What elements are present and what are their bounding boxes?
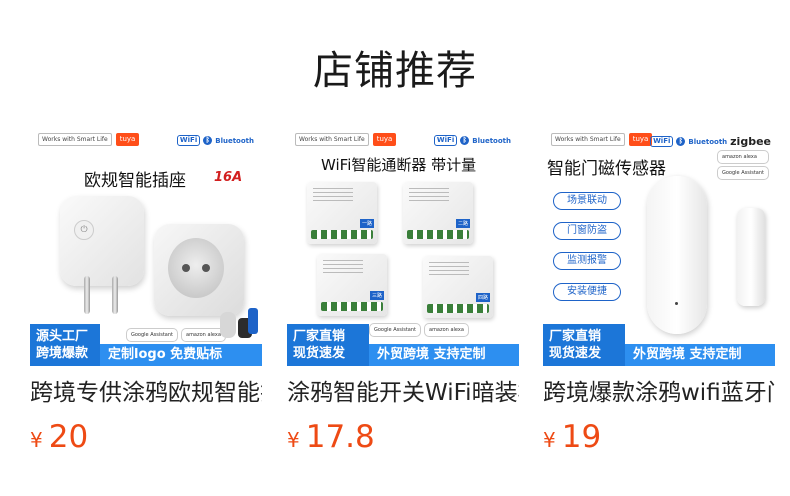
- assistant-logos: Google Assistant amazon alexa: [126, 328, 226, 342]
- image-heading: 智能门磁传感器: [547, 159, 666, 179]
- switch-module: 二路: [403, 182, 473, 244]
- tuya-logo: tuya: [115, 133, 140, 146]
- tuya-logo: tuya: [628, 133, 653, 146]
- price-value: 17.8: [305, 419, 375, 455]
- price-value: 19: [561, 419, 602, 455]
- assistant-logos: Google Assistant amazon alexa: [369, 323, 469, 337]
- promo-banner-right: 外贸跨境 支持定制: [369, 344, 519, 366]
- zigbee-logo: zigbee: [730, 135, 771, 148]
- image-heading: 欧规智能插座: [84, 171, 186, 191]
- promo-banner-left: 厂家直销 现货速发: [543, 324, 625, 366]
- socket-face: [168, 238, 224, 298]
- product-image[interactable]: Works with Smart Life tuya WiFi ᛒ Blueto…: [287, 126, 519, 366]
- smart-plug-socket-view: [154, 224, 244, 316]
- assistant-logos: amazon alexa Google Assistant: [717, 150, 769, 180]
- module-label: [313, 188, 353, 202]
- phone-icon: [248, 308, 258, 334]
- product-card[interactable]: Works with Smart Life tuya WiFi ᛒ Blueto…: [287, 126, 519, 459]
- connectivity-badges: WiFi ᛒ Bluetooth: [433, 135, 511, 146]
- google-assistant-logo: Google Assistant: [369, 323, 421, 337]
- tuya-logo: tuya: [372, 133, 397, 146]
- brand-logos: Works with Smart Life tuya: [38, 133, 140, 146]
- section-title: 店铺推荐: [313, 48, 477, 94]
- product-image[interactable]: Works with Smart Life tuya WiFi ᛒ Blueto…: [30, 126, 262, 366]
- bluetooth-label: Bluetooth: [688, 137, 728, 146]
- banner-line: 厂家直销: [293, 329, 346, 344]
- product-name[interactable]: 跨境专供涂鸦欧规智能插座: [30, 380, 262, 406]
- wifi-icon: WiFi: [650, 136, 674, 147]
- module-label: [409, 188, 449, 202]
- smart-life-logo: Works with Smart Life: [551, 133, 625, 146]
- wifi-icon: WiFi: [176, 135, 201, 146]
- alexa-logo: amazon alexa: [717, 150, 769, 164]
- feature-tag: 安装便捷: [553, 283, 621, 301]
- banner-line: 跨境爆款: [36, 346, 89, 361]
- module-label: [323, 260, 363, 274]
- currency-symbol: ¥: [30, 428, 43, 452]
- plug-prong: [112, 276, 118, 314]
- google-assistant-logo: Google Assistant: [126, 328, 178, 342]
- brand-logos: Works with Smart Life tuya: [551, 133, 653, 146]
- product-card[interactable]: Works with Smart Life tuya WiFi ᛒ Blueto…: [30, 126, 262, 459]
- connectivity-badges: WiFi ᛒ Bluetooth zigbee: [650, 135, 771, 148]
- smart-life-logo: Works with Smart Life: [295, 133, 369, 146]
- bluetooth-icon: ᛒ: [203, 136, 213, 145]
- bluetooth-label: Bluetooth: [472, 136, 511, 145]
- current-rating-badge: 16A: [214, 170, 243, 185]
- image-heading: WiFi智能通断器 带计量: [321, 156, 477, 174]
- wifi-icon: WiFi: [433, 135, 458, 146]
- module-tag: 二路: [455, 219, 470, 228]
- bluetooth-label: Bluetooth: [215, 136, 254, 145]
- bluetooth-icon: ᛒ: [460, 136, 470, 145]
- brand-logos: Works with Smart Life tuya: [295, 133, 397, 146]
- product-name[interactable]: 涂鸦智能开关WiFi暗装模块: [287, 380, 519, 406]
- module-terminals: [407, 230, 469, 239]
- module-terminals: [321, 302, 383, 311]
- plug-prong: [84, 276, 90, 314]
- alexa-logo: amazon alexa: [424, 323, 469, 337]
- promo-banner-right: 定制logo 免费贴标: [100, 344, 262, 366]
- smart-plug-front: ⏻: [60, 196, 144, 314]
- promo-banner-left: 源头工厂 跨境爆款: [30, 324, 100, 366]
- connectivity-badges: WiFi ᛒ Bluetooth: [176, 135, 254, 146]
- module-label: [429, 262, 469, 276]
- promo-banner-right: 外贸跨境 支持定制: [625, 344, 775, 366]
- power-icon: ⏻: [74, 220, 94, 240]
- module-tag: 一路: [359, 219, 374, 228]
- module-tag: 三路: [369, 291, 384, 300]
- switch-module: 三路: [317, 254, 387, 316]
- module-terminals: [427, 304, 489, 313]
- currency-symbol: ¥: [287, 428, 300, 452]
- bluetooth-icon: ᛒ: [676, 137, 686, 146]
- feature-tag: 监测报警: [553, 252, 621, 270]
- door-sensor-body: [647, 176, 707, 334]
- currency-symbol: ¥: [543, 428, 556, 452]
- banner-line: 现货速发: [549, 346, 602, 361]
- module-tag: 四路: [475, 293, 490, 302]
- product-price: ¥17.8: [287, 420, 519, 459]
- banner-line: 现货速发: [293, 346, 346, 361]
- product-image[interactable]: Works with Smart Life tuya WiFi ᛒ Blueto…: [543, 126, 775, 366]
- product-name[interactable]: 跨境爆款涂鸦wifi蓝牙门磁: [543, 380, 775, 406]
- product-card[interactable]: Works with Smart Life tuya WiFi ᛒ Blueto…: [543, 126, 775, 459]
- door-sensor-magnet: [737, 208, 765, 306]
- banner-line: 源头工厂: [36, 329, 89, 344]
- feature-tag: 场景联动: [553, 192, 621, 210]
- product-price: ¥20: [30, 420, 262, 459]
- price-value: 20: [48, 419, 89, 455]
- switch-module: 一路: [307, 182, 377, 244]
- feature-tag: 门窗防盗: [553, 222, 621, 240]
- switch-module: 四路: [423, 256, 493, 318]
- module-terminals: [311, 230, 373, 239]
- product-price: ¥19: [543, 420, 775, 459]
- smart-life-logo: Works with Smart Life: [38, 133, 112, 146]
- promo-banner-left: 厂家直销 现货速发: [287, 324, 369, 366]
- google-assistant-logo: Google Assistant: [717, 166, 769, 180]
- banner-line: 厂家直销: [549, 329, 602, 344]
- speaker-icon: [220, 312, 236, 338]
